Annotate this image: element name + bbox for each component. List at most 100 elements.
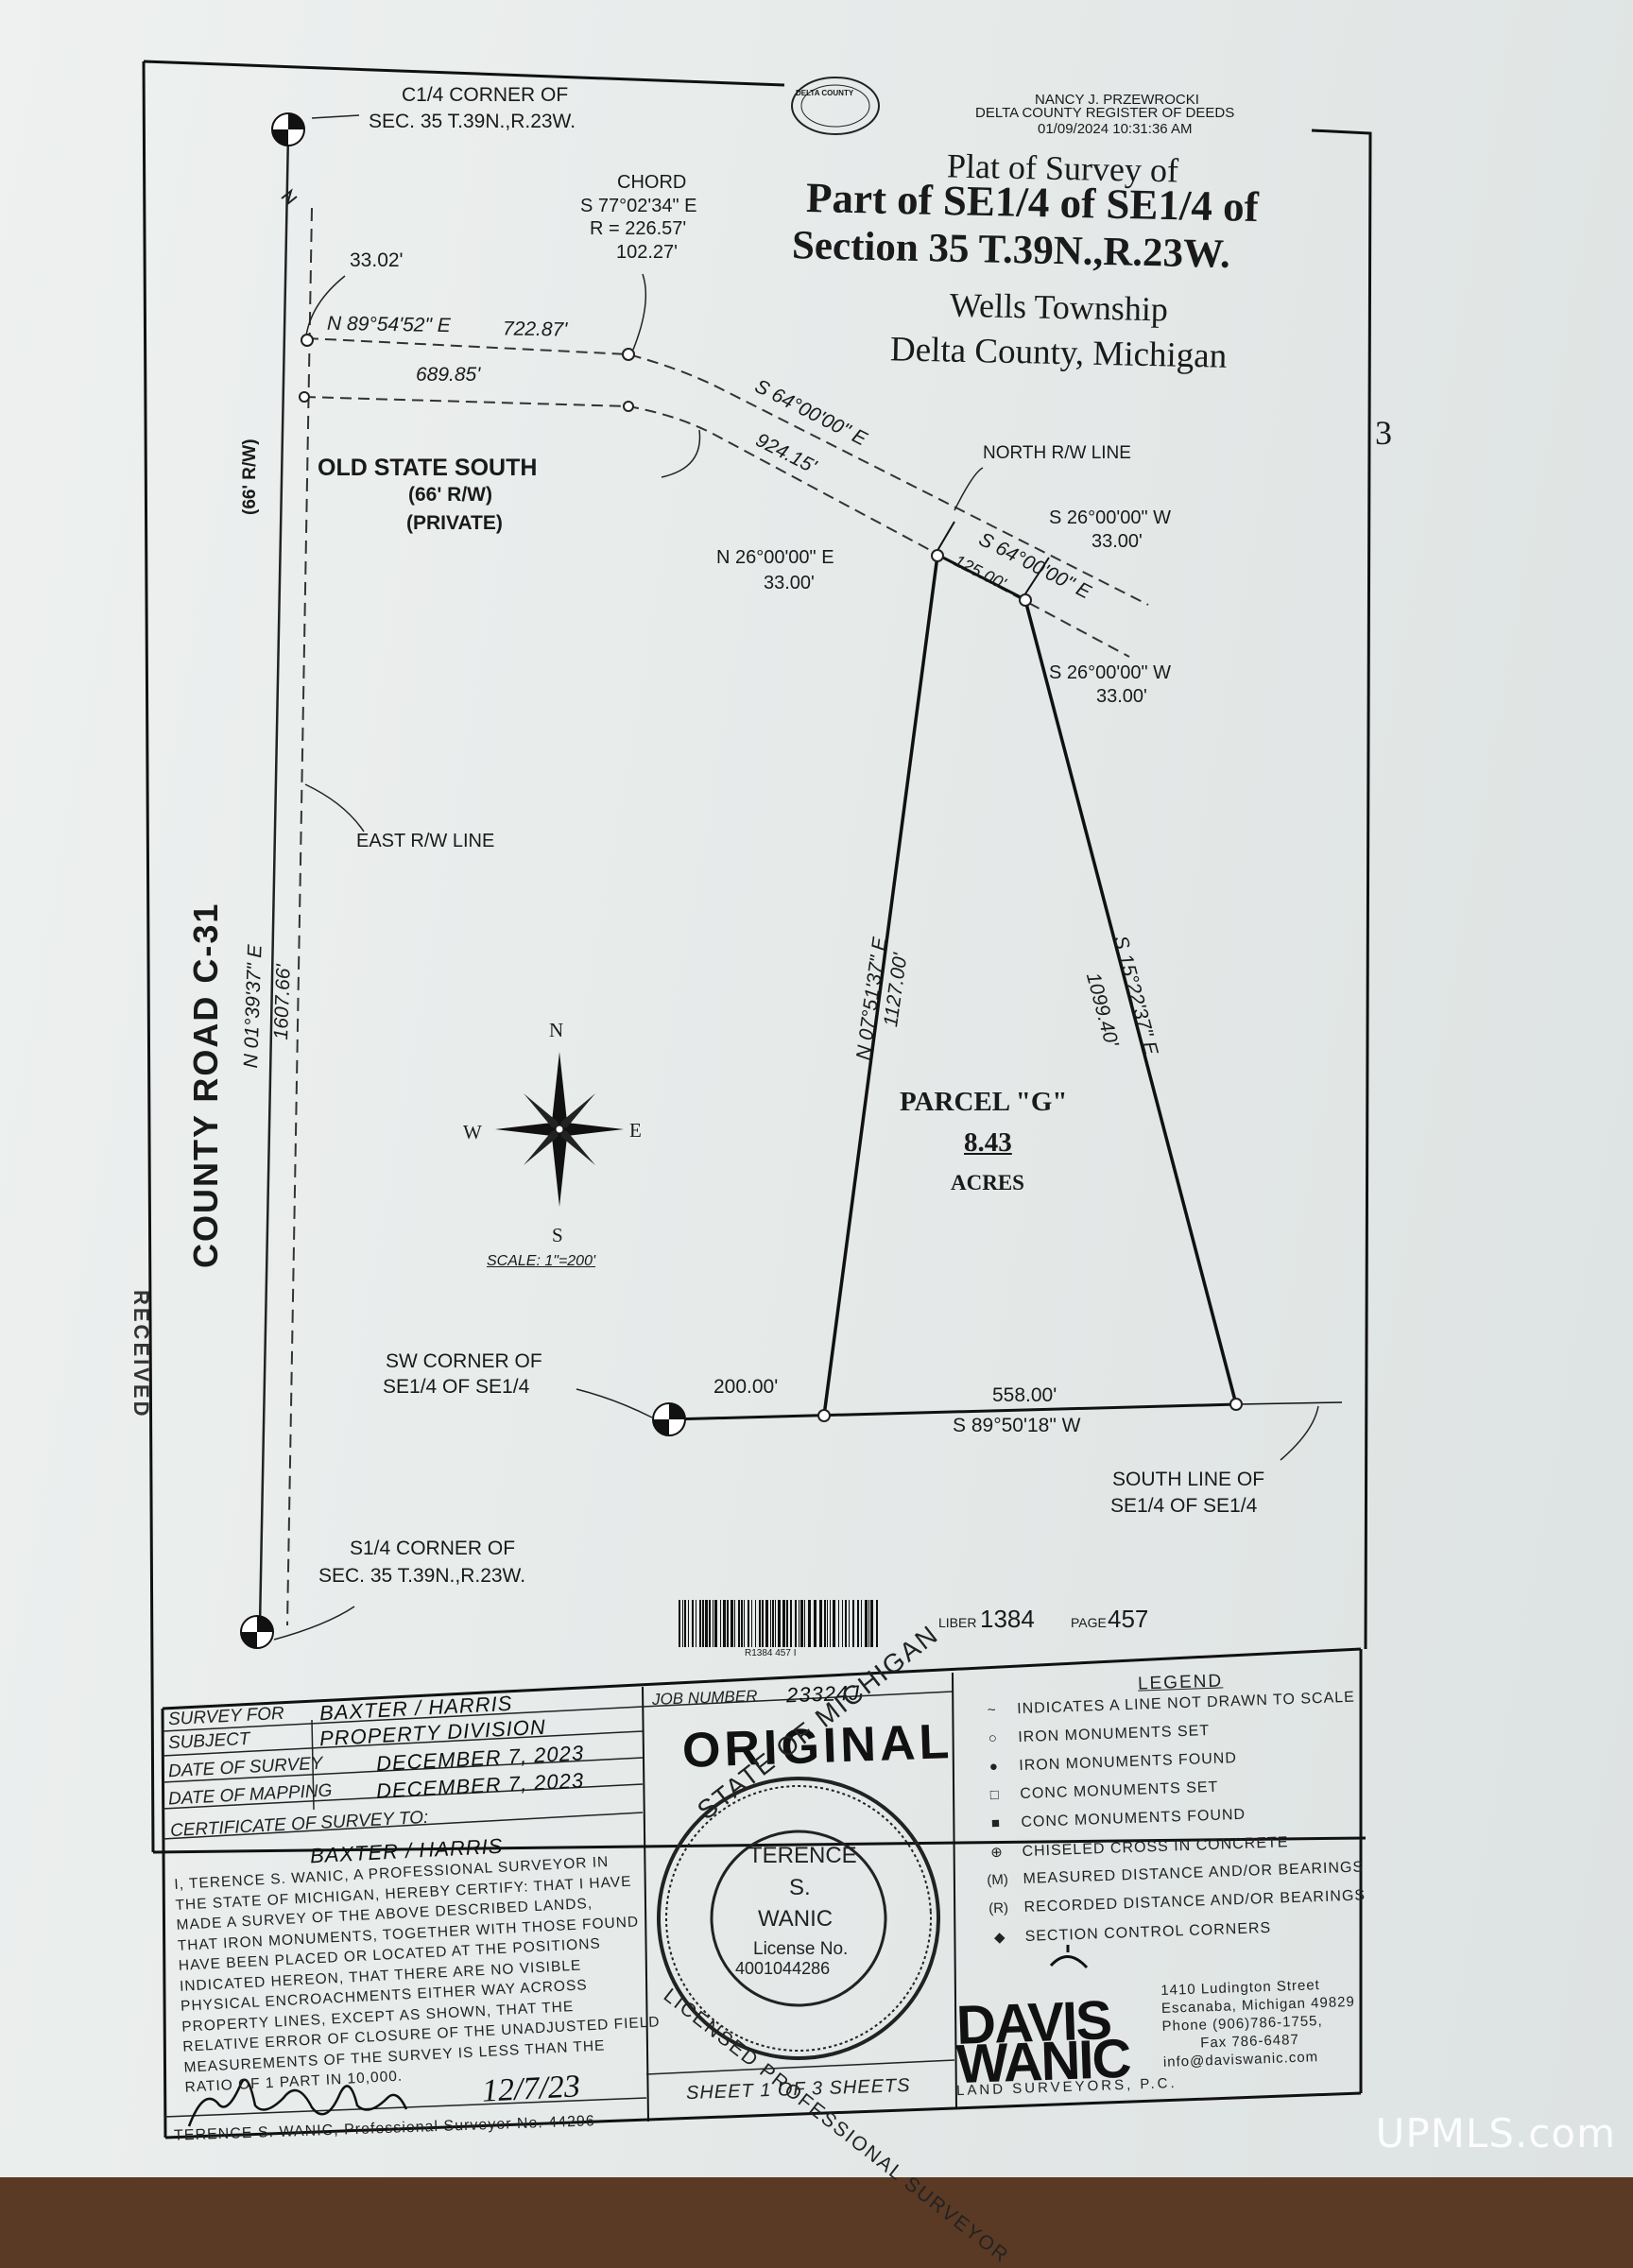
delta-county-seal [791, 77, 880, 135]
old-state-rw: (66' R/W) [408, 484, 492, 506]
compass-n: N [549, 1019, 564, 1041]
rw-66-label: (66' R/W) [240, 438, 260, 515]
barcode-bar [870, 1600, 873, 1647]
barcode-bar [852, 1600, 854, 1647]
old-state-private: (PRIVATE) [406, 512, 503, 534]
barcode-bar [795, 1600, 797, 1647]
barcode-bar [775, 1600, 776, 1647]
c14-corner-label-1: C1/4 CORNER OF [402, 84, 569, 106]
seal-license-label: License No. [753, 1939, 849, 1959]
parcel-south-line [668, 1402, 1239, 1421]
barcode-bar [868, 1600, 869, 1647]
barcode-bar [751, 1600, 752, 1647]
legend-symbol-icon: ◆ [993, 1929, 1006, 1947]
upmls-watermark: UPMLS.com [1375, 2110, 1616, 2156]
page-value: 457 [1108, 1605, 1149, 1633]
barcode-bar [709, 1600, 711, 1647]
register-name: NANCY J. PRZEWROCKI [1035, 92, 1199, 108]
legend-symbol-icon: ■ [990, 1814, 1001, 1832]
davis-wanic-logo [1049, 1945, 1089, 1969]
barcode-bar [804, 1600, 805, 1647]
chord-heading: CHORD [617, 172, 687, 193]
barcode-bar [814, 1600, 816, 1647]
plat-drawing [142, 60, 1372, 2139]
barcode-bar [838, 1600, 839, 1647]
barcode-bar [744, 1600, 745, 1647]
s26-a-dist: 33.00' [1092, 531, 1143, 552]
barcode-bar [684, 1600, 686, 1647]
seal-name-1: TERENCE [748, 1843, 857, 1868]
north-rw-line: NORTH R/W LINE [983, 443, 1131, 463]
barcode-bar [731, 1600, 733, 1647]
dist-689: 689.85' [416, 364, 481, 386]
s26-b-bearing: S 26°00'00" W [1049, 662, 1171, 683]
parcel-name: PARCEL "G" [900, 1087, 1068, 1117]
border-left [142, 60, 155, 1853]
signature-date: 12/7/23 [481, 2069, 581, 2109]
border-bottom [152, 1836, 1367, 1854]
legend-title: LEGEND [1137, 1671, 1224, 1694]
s14-corner-label-2: SEC. 35 T.39N.,R.23W. [318, 1565, 526, 1587]
compass-e: E [629, 1119, 642, 1142]
compass-s: S [552, 1224, 563, 1246]
barcode-bar [692, 1600, 694, 1647]
barcode-bar [705, 1600, 708, 1647]
n26-dist: 33.00' [764, 573, 815, 593]
barcode-bar [770, 1600, 771, 1647]
c14-corner-label-2: SEC. 35 T.39N.,R.23W. [369, 111, 576, 132]
barcode-bar [819, 1600, 822, 1647]
register-title: DELTA COUNTY REGISTER OF DEEDS [975, 105, 1235, 121]
north-arrow-icon [495, 1052, 624, 1207]
parcel-north-line [935, 552, 1023, 600]
parcel-east-line [1023, 599, 1238, 1405]
barcode-bar [786, 1600, 788, 1647]
s14-corner-label-1: S1/4 CORNER OF [350, 1538, 516, 1559]
west-bearing: N 01°39'37" E [240, 944, 266, 1069]
barcode-bar [748, 1600, 749, 1647]
surveyor-seal [657, 1777, 940, 2060]
county-seal-label: DELTA COUNTY [796, 89, 854, 97]
seal-name-2: S. [789, 1875, 811, 1900]
parcel-area: 8.43 [964, 1127, 1012, 1158]
chord-radius: R = 226.57' [590, 218, 687, 239]
page-label: PAGE [1071, 1615, 1107, 1630]
title-line-2: Part of SE1/4 of SE1/4 of [805, 173, 1260, 232]
barcode-bar [759, 1600, 761, 1647]
sw-corner-icon [652, 1402, 686, 1436]
sw-corner-label-2: SE1/4 OF SE1/4 [383, 1376, 530, 1398]
barcode-bar [865, 1600, 868, 1647]
barcode-bar [679, 1600, 680, 1647]
barcode-bar [699, 1600, 701, 1647]
west-dist: 1607.66' [270, 964, 295, 1040]
north-dist-top: 722.87' [502, 318, 568, 341]
barcode-bar [772, 1600, 774, 1647]
subject-label: SUBJECT [167, 1728, 251, 1754]
legend-symbol-icon: ● [988, 1758, 999, 1776]
job-number-label: JOB NUMBER [651, 1687, 758, 1709]
dim-33-02: 33.02' [350, 249, 404, 271]
barcode-text: R1384 457 I [745, 1648, 797, 1658]
barcode-bar [738, 1600, 740, 1647]
barcode-bar [782, 1600, 785, 1647]
seal-license-no: 4001044286 [735, 1959, 831, 1978]
parcel-west-line [822, 555, 939, 1417]
title-line-3: Section 35 T.39N.,R.23W. [791, 223, 1231, 277]
margin-page-number: 3 [1375, 414, 1392, 452]
barcode-bar [688, 1600, 689, 1647]
dist-558: 558.00' [992, 1384, 1057, 1406]
s26-b-dist: 33.00' [1096, 686, 1147, 707]
legend-symbol-icon: ○ [988, 1729, 998, 1747]
compass-w: W [463, 1121, 482, 1143]
liber-label: LIBER [938, 1615, 977, 1630]
south-line-label-1: SOUTH LINE OF [1112, 1469, 1265, 1490]
barcode-bar [682, 1600, 683, 1647]
barcode-bar [741, 1600, 743, 1647]
barcode-bar [778, 1600, 781, 1647]
chord-bearing: S 77°02'34" E [580, 196, 697, 216]
dist-200: 200.00' [713, 1376, 779, 1398]
signature [187, 2078, 408, 2127]
legend-symbol-icon: □ [989, 1786, 1000, 1804]
title-line-4: Wells Township [949, 285, 1169, 329]
north-bearing-top: N 89°54'52" E [326, 312, 451, 337]
barcode-bar [876, 1600, 878, 1647]
